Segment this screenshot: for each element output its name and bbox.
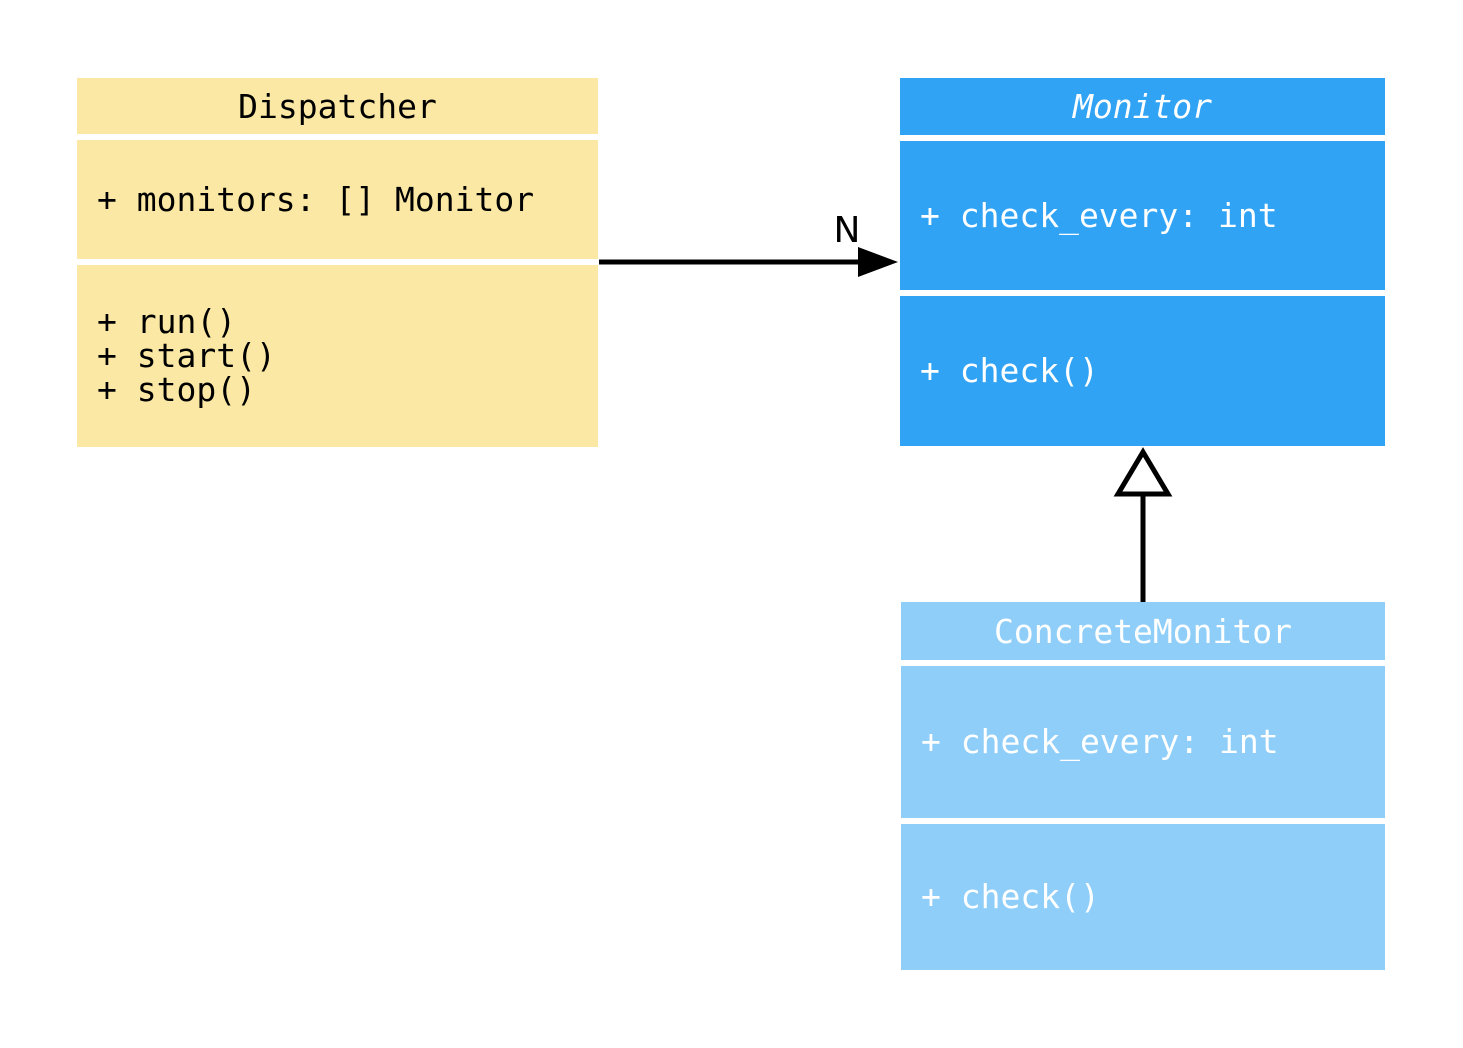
attribute-line: + monitors: [] Monitor — [97, 179, 535, 219]
class-concrete-monitor: ConcreteMonitor + check_every: int + che… — [901, 602, 1385, 970]
method-line: + stop() — [97, 370, 256, 409]
attribute-line: + check_every: int — [920, 195, 1278, 235]
inheritance-triangle-icon — [1113, 447, 1173, 497]
association-arrow: N — [599, 210, 898, 277]
class-dispatcher: Dispatcher + monitors: [] Monitor + run(… — [77, 78, 598, 447]
class-dispatcher-methods: + run() + start() + stop() — [77, 265, 598, 447]
method-line: + check() — [920, 351, 1099, 390]
class-concrete-monitor-attributes: + check_every: int — [901, 666, 1385, 818]
class-concrete-monitor-methods: + check() — [901, 824, 1385, 970]
class-dispatcher-title: Dispatcher — [77, 78, 598, 134]
class-concrete-monitor-title: ConcreteMonitor — [901, 602, 1385, 660]
method-line: + check() — [921, 877, 1100, 916]
class-dispatcher-attributes: + monitors: [] Monitor — [77, 140, 598, 259]
attribute-line: + check_every: int — [921, 722, 1279, 761]
inheritance-arrow — [1113, 447, 1173, 602]
class-monitor-methods: + check() — [900, 296, 1385, 446]
association-multiplicity-label: N — [834, 210, 861, 251]
association-arrowhead-icon — [858, 247, 898, 277]
class-monitor-title: Monitor — [900, 78, 1385, 135]
method-line: + start() — [97, 336, 276, 375]
class-monitor: Monitor + check_every: int + check() — [900, 78, 1385, 446]
method-line: + run() — [97, 302, 237, 341]
class-monitor-attributes: + check_every: int — [900, 141, 1385, 290]
